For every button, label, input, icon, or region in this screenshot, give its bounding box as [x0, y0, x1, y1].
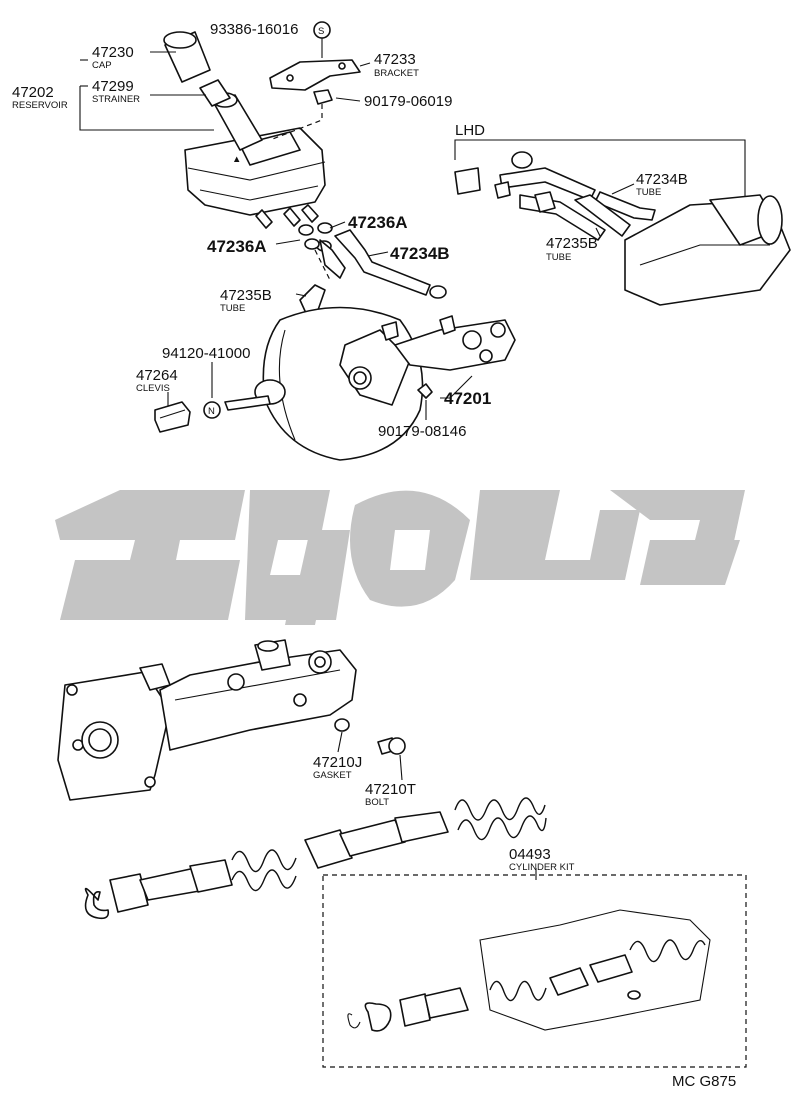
- label-47236a-left: 47236A: [207, 237, 267, 256]
- bolt-47210t: [377, 737, 406, 755]
- marker-s: S: [318, 26, 324, 37]
- lhd-inset: [454, 139, 791, 306]
- tube-47235b: [319, 239, 346, 279]
- master-cylinder-top: [339, 315, 516, 406]
- label-47233-desc: BRACKET: [374, 68, 419, 79]
- label-47210t-desc: BOLT: [365, 797, 389, 808]
- label-93386-16016: 93386-16016: [210, 21, 298, 38]
- marker-n-circle: [203, 401, 221, 419]
- label-47234b: 47234B: [390, 244, 450, 263]
- label-47201: 47201: [444, 389, 491, 408]
- label-90179-06019: 90179-06019: [364, 93, 452, 110]
- marker-n: N: [208, 406, 215, 417]
- svg-text:▲: ▲: [232, 154, 241, 165]
- label-04493-desc: CYLINDER KIT: [509, 862, 575, 873]
- label-47264: 47264: [136, 367, 178, 384]
- snap-ring: [84, 887, 110, 920]
- gasket-47210j: [334, 718, 350, 732]
- label-47235b: 47235B: [220, 287, 272, 304]
- label-47234b-lhd-desc: TUBE: [636, 187, 661, 198]
- bracket: [269, 59, 361, 91]
- label-47264-desc: CLEVIS: [136, 383, 170, 394]
- diagram-code: MC G875: [672, 1073, 736, 1090]
- label-90179-08146: 90179-08146: [378, 423, 466, 440]
- label-47210t: 47210T: [365, 781, 416, 798]
- label-47235b-lhd-desc: TUBE: [546, 252, 571, 263]
- watermark-logo: [55, 490, 745, 625]
- piston-primary: [109, 849, 297, 913]
- reservoir-assembly: ▲: [163, 31, 326, 229]
- leader-lines: [79, 29, 635, 880]
- label-04493: 04493: [509, 846, 551, 863]
- label-47299: 47299: [92, 78, 134, 95]
- piston-secondary: [304, 797, 547, 869]
- label-47235b-lhd: 47235B: [546, 235, 598, 252]
- label-47202: 47202: [12, 84, 54, 101]
- pushrod: [224, 395, 271, 411]
- label-47202-desc: RESERVOIR: [12, 100, 68, 111]
- label-lhd: LHD: [455, 122, 485, 139]
- cylinder-kit-box: [322, 874, 747, 1068]
- label-47230: 47230: [92, 44, 134, 61]
- label-47230-desc: CAP: [92, 60, 112, 71]
- strainer: [199, 79, 231, 107]
- master-cylinder-body: [57, 639, 357, 801]
- clamps-47236a: [298, 222, 333, 252]
- label-47210j-desc: GASKET: [313, 770, 352, 781]
- clevis-47264: [154, 401, 191, 433]
- marker-s-circle: [313, 21, 331, 39]
- label-47234b-lhd: 47234B: [636, 171, 688, 188]
- nut-90179-08146: [417, 383, 433, 399]
- label-47299-desc: STRAINER: [92, 94, 140, 105]
- label-94120-41000: 94120-41000: [162, 345, 250, 362]
- tube-47234b: [334, 229, 431, 296]
- label-47236a-right: 47236A: [348, 213, 408, 232]
- part-labels: 93386-16016 47230 CAP 47233 BRACKET 4720…: [12, 21, 736, 1090]
- nut-90179-06019: [313, 89, 333, 105]
- label-47235b-desc: TUBE: [220, 303, 245, 314]
- label-47233: 47233: [374, 51, 416, 68]
- label-47210j: 47210J: [313, 754, 362, 771]
